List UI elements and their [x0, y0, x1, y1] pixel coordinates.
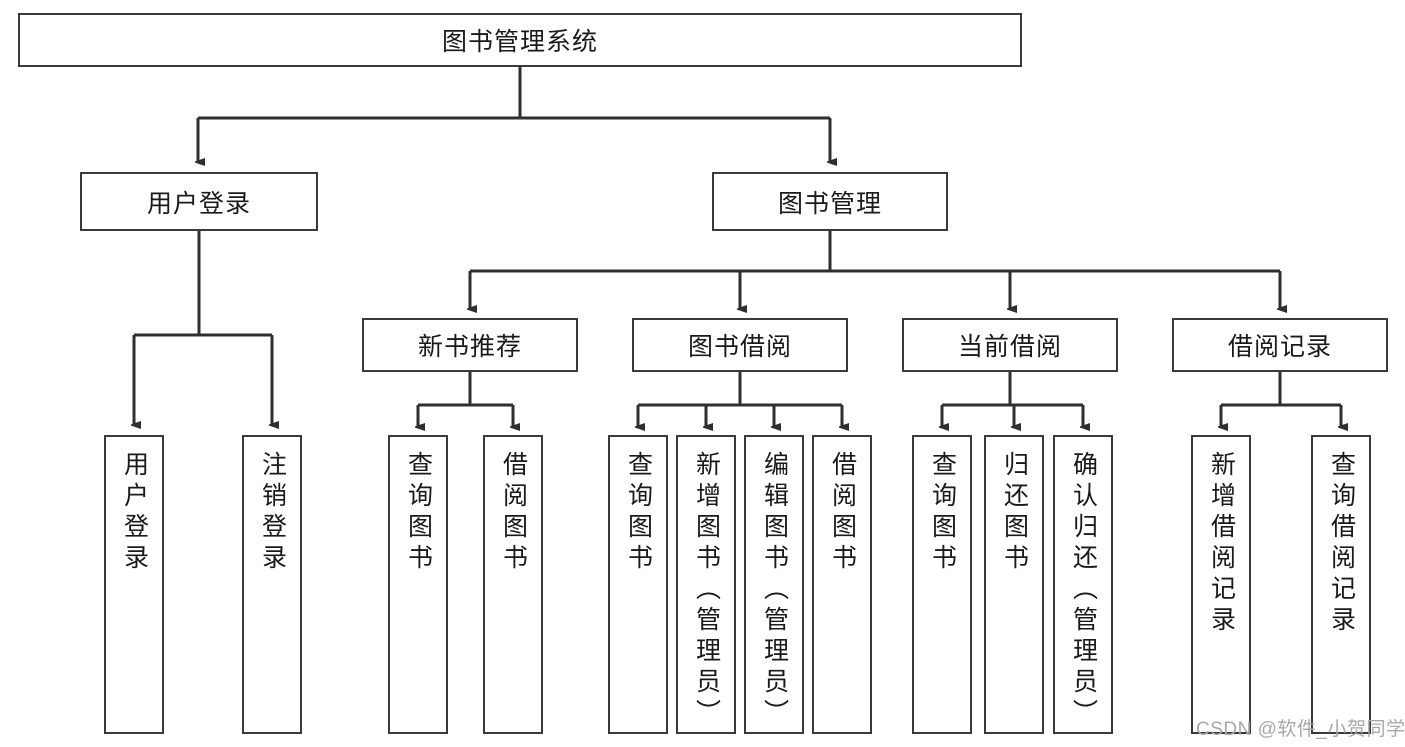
node-leaf-logout[interactable]: 注销登录: [242, 435, 302, 734]
node-leaf-query-book-rec-label: 查询图书: [404, 451, 433, 575]
node-leaf-borrow-book-rec-label: 借阅图书: [499, 451, 528, 575]
node-current-borrow-label: 当前借阅: [957, 333, 1062, 361]
node-book-borrow-label: 图书借阅: [687, 333, 792, 361]
node-leaf-add-book-admin-label: 新增图书（管理员）: [692, 451, 721, 730]
node-leaf-confirm-return-admin[interactable]: 确认归还（管理员）: [1053, 435, 1113, 734]
node-user-login-label: 用户登录: [146, 189, 251, 218]
node-leaf-query-borrow-record[interactable]: 查询借阅记录: [1311, 435, 1371, 734]
node-leaf-borrow-book-label: 借阅图书: [828, 451, 857, 575]
node-root[interactable]: 图书管理系统: [18, 13, 1022, 67]
node-leaf-user-login[interactable]: 用户登录: [104, 435, 164, 734]
node-user-login[interactable]: 用户登录: [80, 172, 318, 231]
node-leaf-query-book-rec[interactable]: 查询图书: [388, 435, 448, 734]
watermark: CSDN @软件_小贺同学: [1196, 719, 1405, 740]
node-current-borrow[interactable]: 当前借阅: [902, 318, 1118, 372]
node-leaf-user-login-label: 用户登录: [120, 451, 149, 575]
node-new-book-rec[interactable]: 新书推荐: [362, 318, 578, 372]
node-leaf-query-book-borrow-label: 查询图书: [624, 451, 653, 575]
node-leaf-return-book-label: 归还图书: [1000, 451, 1029, 575]
node-leaf-edit-book-admin-label: 编辑图书（管理员）: [760, 451, 789, 730]
node-leaf-query-book-borrow[interactable]: 查询图书: [608, 435, 668, 734]
node-leaf-borrow-book-rec[interactable]: 借阅图书: [483, 435, 543, 734]
node-root-label: 图书管理系统: [441, 28, 598, 56]
node-leaf-confirm-return-admin-label: 确认归还（管理员）: [1069, 451, 1098, 730]
node-leaf-edit-book-admin[interactable]: 编辑图书（管理员）: [744, 435, 804, 734]
node-leaf-add-borrow-record[interactable]: 新增借阅记录: [1191, 435, 1251, 734]
node-borrow-record[interactable]: 借阅记录: [1172, 318, 1388, 372]
node-leaf-logout-label: 注销登录: [258, 451, 287, 575]
node-leaf-add-book-admin[interactable]: 新增图书（管理员）: [676, 435, 736, 734]
node-borrow-record-label: 借阅记录: [1227, 333, 1332, 361]
node-book-manage-label: 图书管理: [777, 189, 882, 218]
node-leaf-borrow-book[interactable]: 借阅图书: [812, 435, 872, 734]
node-leaf-query-book-current-label: 查询图书: [928, 451, 957, 575]
node-leaf-query-book-current[interactable]: 查询图书: [912, 435, 972, 734]
node-new-book-rec-label: 新书推荐: [417, 333, 522, 361]
node-leaf-query-borrow-record-label: 查询借阅记录: [1327, 451, 1356, 637]
node-book-borrow[interactable]: 图书借阅: [632, 318, 848, 372]
node-leaf-return-book[interactable]: 归还图书: [984, 435, 1044, 734]
node-book-manage[interactable]: 图书管理: [712, 172, 948, 231]
node-leaf-add-borrow-record-label: 新增借阅记录: [1207, 451, 1236, 637]
